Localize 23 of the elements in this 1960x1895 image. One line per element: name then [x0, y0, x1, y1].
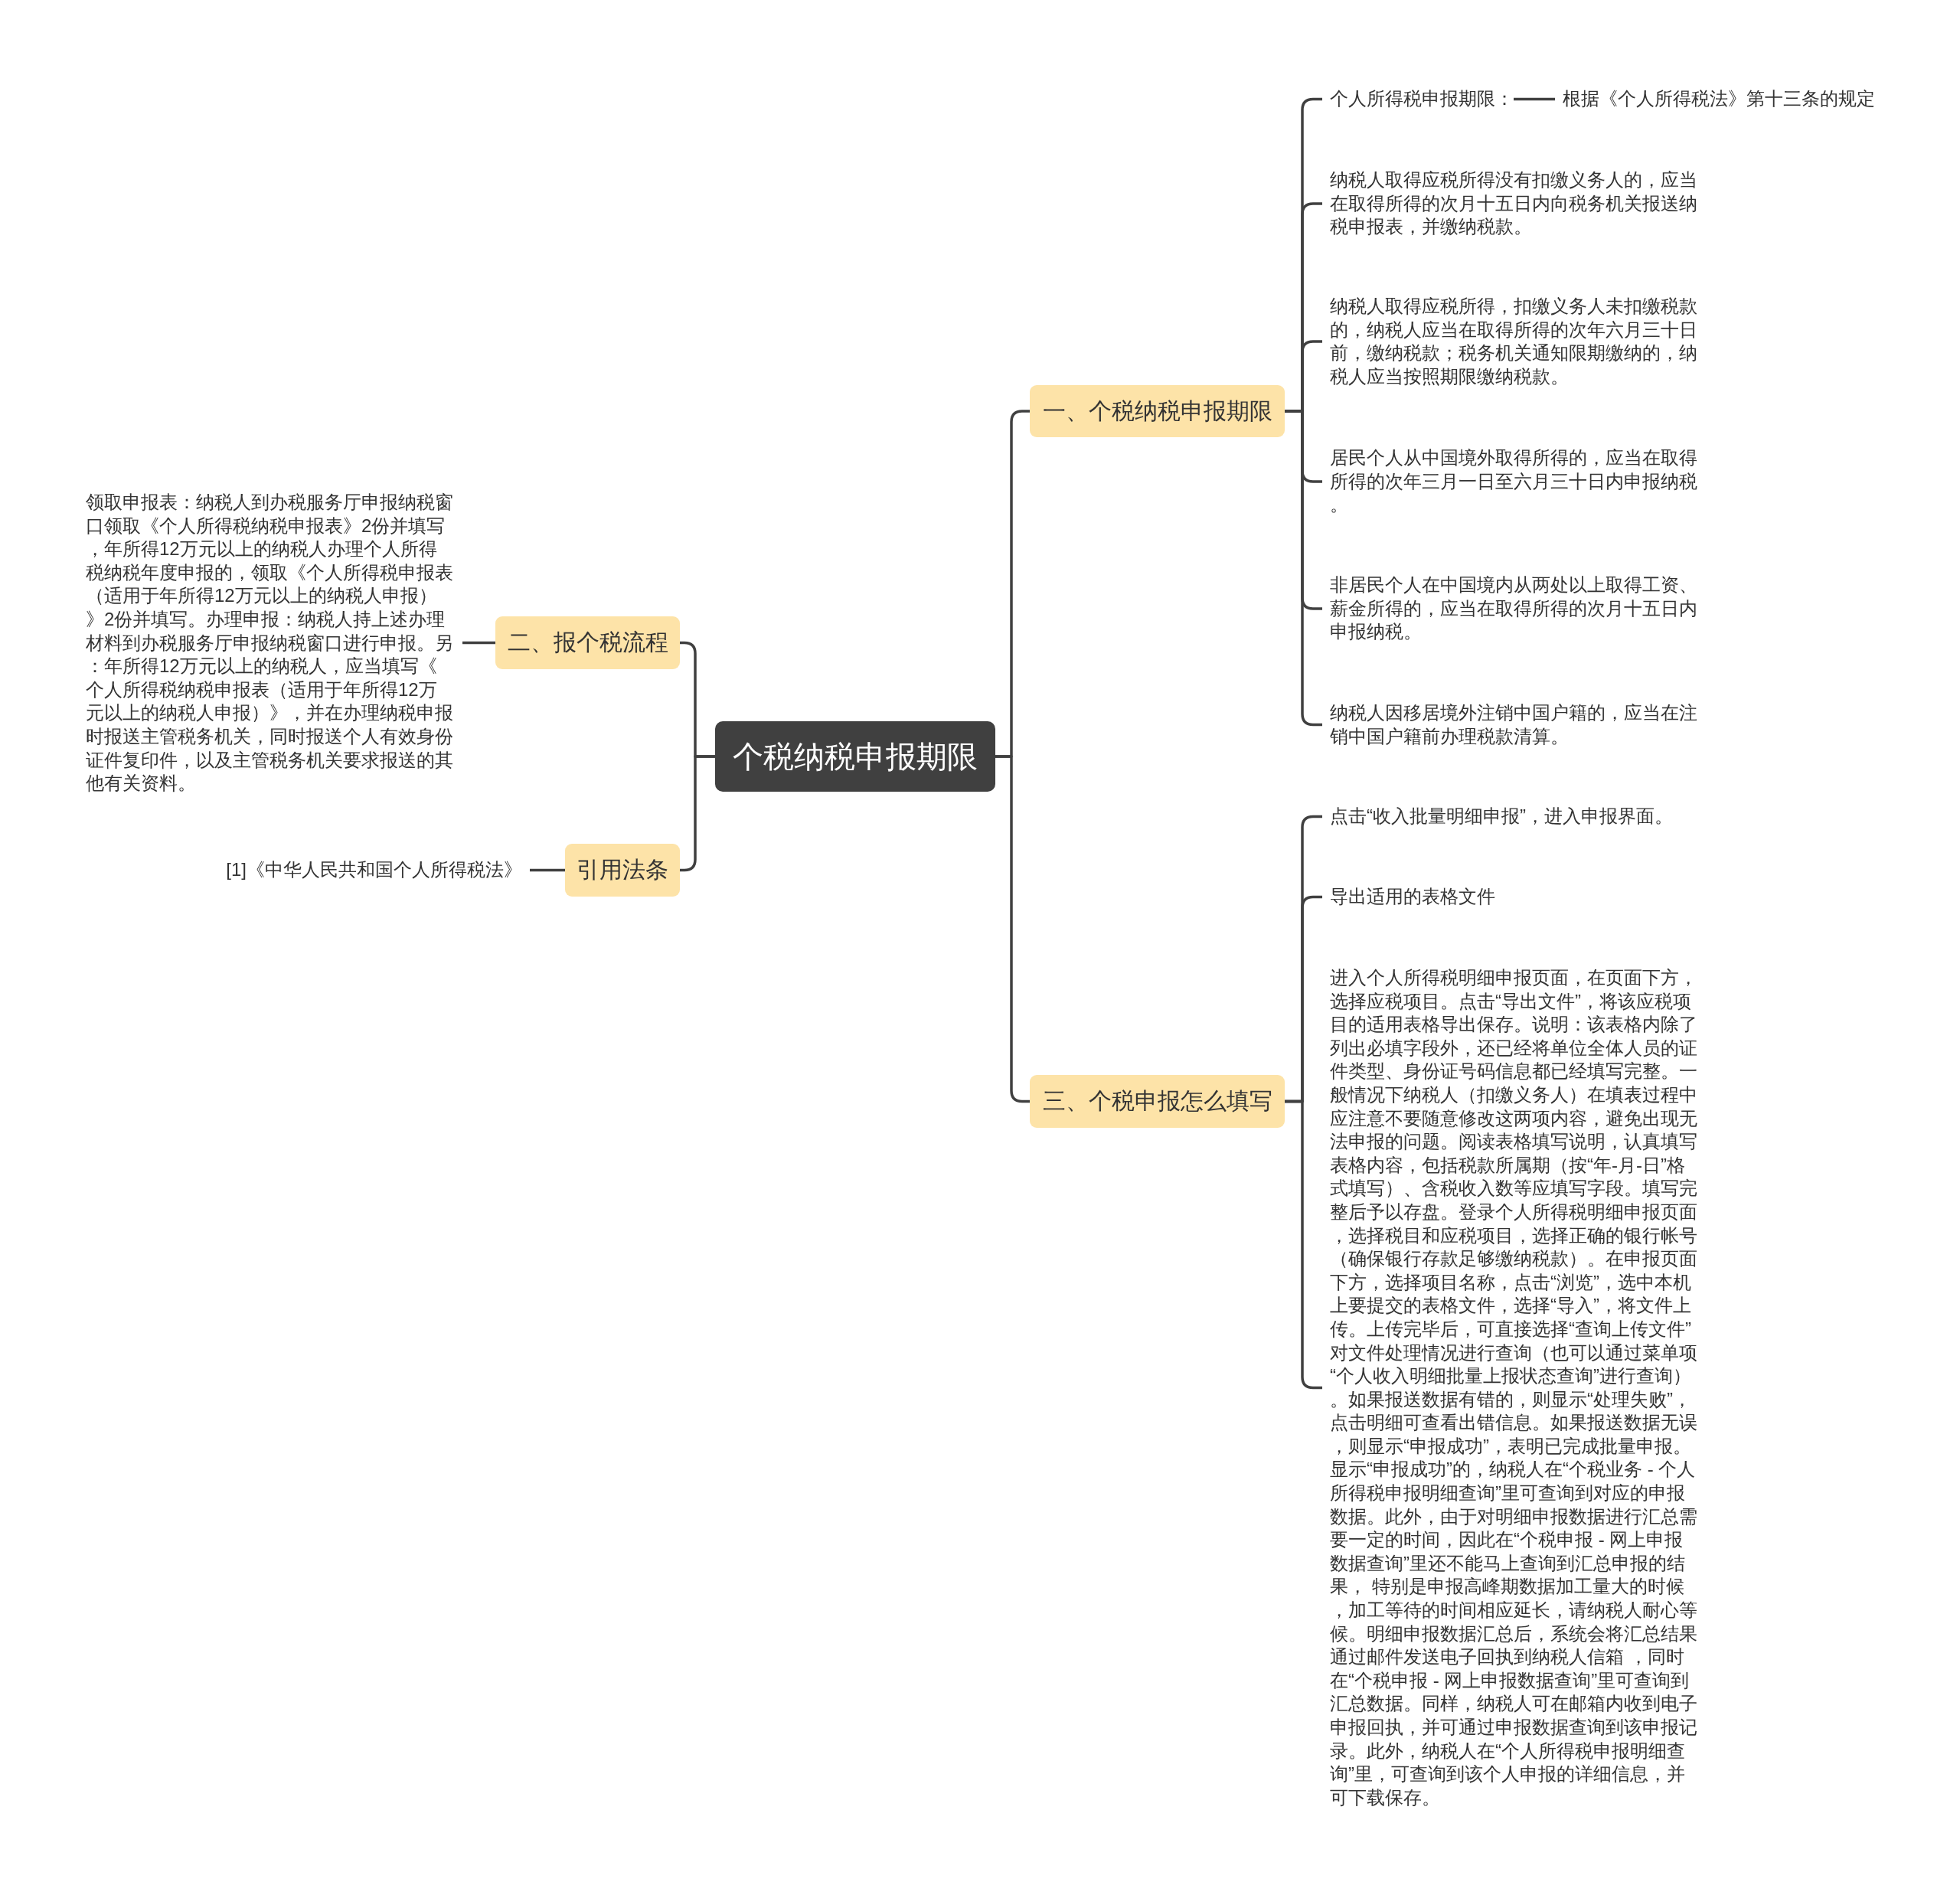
connector-line: [1285, 410, 1322, 727]
connector-line: [680, 755, 715, 872]
subtopic-text: 非居民个人在中国境内从两处以上取得工资、薪金所得的，应当在取得所得的次月十五日内申报纳税。: [1322, 573, 1699, 644]
topic-box: 一、个税纳税申报期限: [1030, 385, 1285, 437]
connector-line: [530, 868, 565, 872]
subtopic-text: 进入个人所得税明细申报页面，在页面下方，选择应税项目。点击“导出文件”，将该应税项目的适用表格导出保存。说明：该表格内除了列出必填字段外，还已经将单位全体人员的证件类型、身份证号码信息都已经填写完整。一般情况下纳税人（扣缴义务人）在填表过程中应注意不要随意修改这两项内容，避免出现无法申报的问题。阅读表格填写说明，认真填写表格内容，包括税款所属期（按“年-月-日”格式填写）、含税收入数等应填写字段。填写完整后予以存盘。登录个人所得税明细申报页面，选择税目和应税项目，选择正确的银行帐号（确保银行存款足够缴纳税款）。在申报页面下方，选择项目名称，点击“浏览”，选中本机上要提交的表格文件，选择“导入”，将文件上传。上传完毕后，可直接选择“查询上传文件”对文件处理情况进行查询（也可以通过菜单项“个人收入明细批量上报状态查询”进行查询）。如果报送数据有错的，则显示“处理失败”，点击明细可查看出错信息。如果报送数据无误，则显示“申报成功”，表明已完成批量申报。显示“申报成功”的，纳税人在“个税业务 - 个人所得税申报明细查询”里可查询到对应的申报数据。此外，由于对明细申报数据进行汇总需要一定的时间，因此在“个税申报 - 网上申报数据查询”里还不能马上查询到汇总申报的结果， 特别是申报高峰期数据加工量大的时候，加工等待的时间相应延长，请纳税人耐心等候。明细申报数据汇总后，系统会将汇总结果通过邮件发送电子回执到纳税人信箱 ，同时在“个税申报 - 网上申报数据查询”里可查询到汇总数据。同样，纳税人可在邮箱内收到电子申报回执，并可通过申报数据查询到该申报记录。此外，纳税人在“个人所得税申报明细查询”里，可查询到该个人申报的详细信息，并可下载保存。: [1322, 966, 1699, 1810]
subtopic-text: 纳税人因移居境外注销中国户籍的，应当在注销中国户籍前办理税款清算。: [1322, 701, 1699, 749]
connector-line: [995, 755, 1030, 1103]
connector-line: [462, 641, 495, 645]
root-topic-box: 个税纳税申报期限: [715, 721, 995, 792]
subtopic-text: 点击“收入批量明细申报”，进入申报界面。: [1322, 805, 1673, 828]
citation-text: [1]《中华人民共和国个人所得税法》: [226, 858, 530, 882]
topic-box: 三、个税申报怎么填写: [1030, 1075, 1285, 1128]
subtopic-text: 纳税人取得应税所得没有扣缴义务人的，应当在取得所得的次月十五日内向税务机关报送纳税申报表，并缴纳税款。: [1322, 168, 1699, 239]
topic-box: 引用法条: [565, 844, 680, 897]
subtopic-text: 领取申报表：纳税人到办税服务厅申报纳税窗口领取《个人所得税纳税申报表》2份并填写，年所得12万元以上的纳税人办理个人所得税纳税年度申报的，领取《个人所得税申报表（适用于年所得12万元以上的纳税人申报）》2份并填写。办理申报：纳税人持上述办理材料到办税服务厅申报纳税窗口进行申报。另：年所得12万元以上的纳税人，应当填写《个人所得税纳税申报表（适用于年所得12万元以上的纳税人申报）》，并在办理纳税申报时报送主管税务机关，同时报送个人有效身份证件复印件，以及主管税务机关要求报送的其他有关资料。: [86, 491, 462, 796]
subtopic-text: 纳税人取得应税所得，扣缴义务人未扣缴税款的，纳税人应当在取得所得的次年六月三十日前，缴纳税款；税务机关通知限期缴纳的，纳税人应当按照期限缴纳税款。: [1322, 295, 1699, 389]
subtopic-text: 根据《个人所得税法》第十三条的规定: [1555, 87, 1875, 111]
subtopic-text: 个人所得税申报期限：: [1322, 87, 1514, 111]
connector-line: [1514, 97, 1555, 101]
subtopic-text: 导出适用的表格文件: [1322, 885, 1495, 909]
subtopic-text: 居民个人从中国境外取得所得的，应当在取得所得的次年三月一日至六月三十日内申报纳税。: [1322, 446, 1699, 517]
topic-box: 二、报个税流程: [495, 616, 680, 669]
